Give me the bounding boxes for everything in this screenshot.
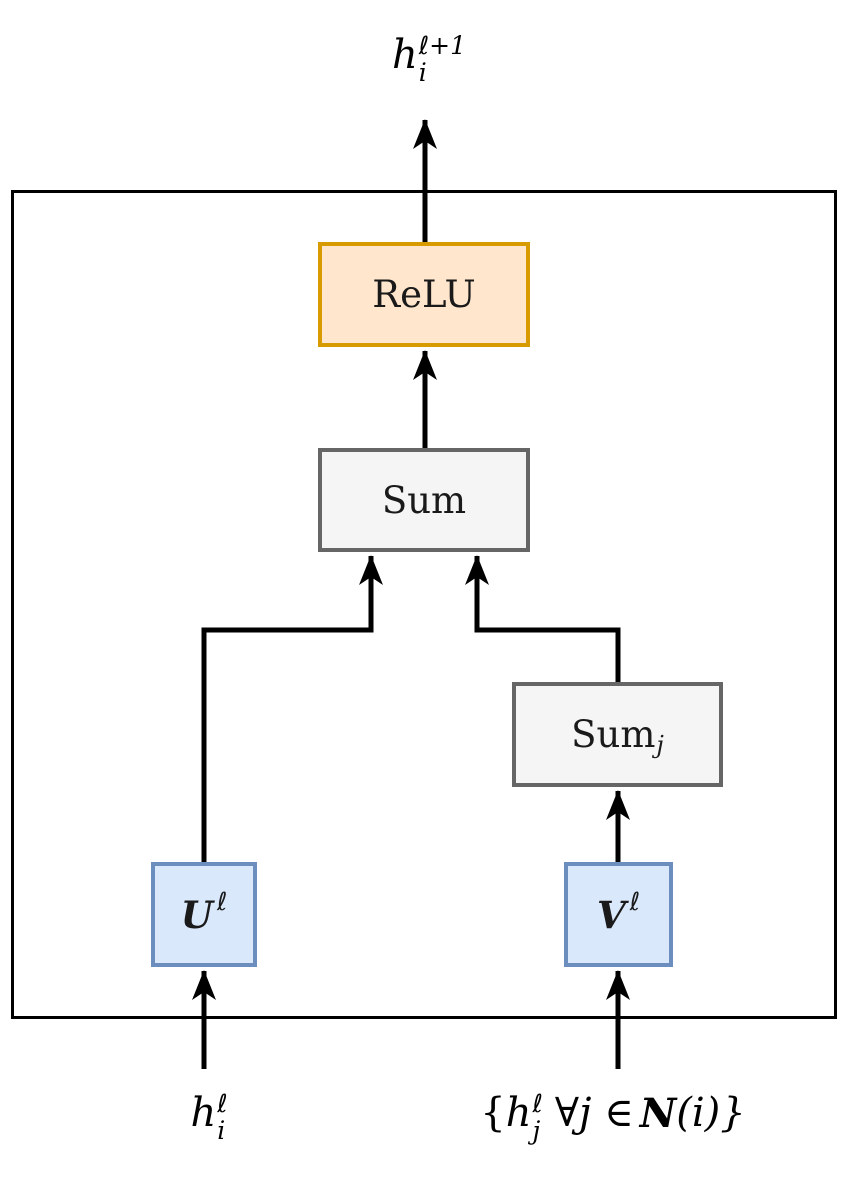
input-right-open-brace: { [480,1090,506,1136]
neighborhood-set-symbol: N [639,1090,677,1137]
u-weight-label: U [180,892,213,937]
relu-node: ReLU [318,242,530,347]
u-weight-superscript: ℓ [216,887,228,916]
input-right-base: h [505,1090,532,1136]
v-weight-label: V [596,892,626,937]
sum-j-label: Sum [571,713,656,756]
output-label-base: h [392,32,418,78]
input-left-base: h [190,1090,217,1136]
sum-j-node: Sum j [512,682,723,787]
output-label: h ℓ+1 i [392,32,466,85]
sum-j-subscript: j [656,730,664,759]
input-label-left: h ℓ i [190,1090,227,1143]
input-label-right: { h ℓ j ∀j ∈ N (i)} [480,1090,745,1143]
relu-label: ReLU [372,273,476,316]
output-label-scripts: ℓ+1 i [418,31,466,87]
u-weight-node: U ℓ [151,862,257,967]
v-weight-node: V ℓ [564,862,673,967]
sum-label: Sum [381,478,467,522]
input-right-forall: ∀j ∈ [554,1090,634,1136]
input-right-close: (i)} [676,1090,746,1136]
input-left-scripts: ℓ i [217,1089,228,1145]
input-right-scripts: ℓ j [532,1089,543,1145]
v-weight-superscript: ℓ [629,887,641,916]
sum-node: Sum [318,448,530,552]
